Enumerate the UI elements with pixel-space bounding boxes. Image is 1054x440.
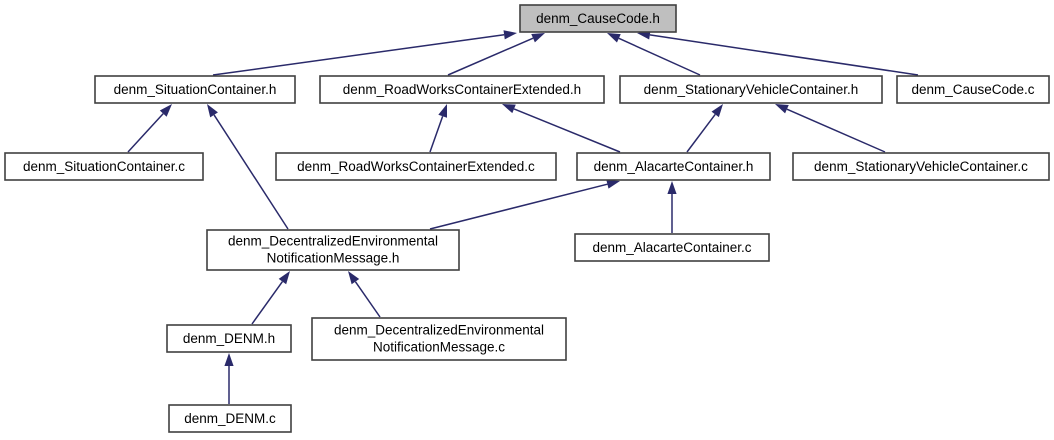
graph-edge xyxy=(429,179,620,230)
node-box[interactable] xyxy=(896,75,1050,104)
graph-edge xyxy=(127,104,172,153)
edge-line xyxy=(429,116,444,153)
graph-edge xyxy=(207,104,289,230)
edge-line xyxy=(354,281,381,318)
graph-node-denmsg_c[interactable]: denm_DecentralizedEnvironmentalNotificat… xyxy=(311,317,567,361)
node-box[interactable] xyxy=(319,75,605,104)
graph-edge xyxy=(251,271,290,325)
edge-arrowhead xyxy=(502,104,516,114)
graph-node-denm_h[interactable]: denm_DENM.h xyxy=(166,324,292,353)
edge-line xyxy=(212,34,505,76)
node-label: denm_RoadWorksContainerExtended.c xyxy=(297,159,535,174)
node-label: denm_SituationContainer.c xyxy=(23,159,185,174)
graph-edge xyxy=(212,30,517,76)
node-box[interactable] xyxy=(206,229,460,271)
edge-arrowhead xyxy=(531,33,545,43)
node-label: denm_DENM.h xyxy=(183,331,275,346)
node-label-line2: NotificationMessage.c xyxy=(373,340,505,355)
graph-edge xyxy=(348,271,381,318)
graph-node-alacarte_h[interactable]: denm_AlacarteContainer.h xyxy=(576,152,771,181)
edge-line xyxy=(447,37,534,76)
graph-edge xyxy=(502,104,621,153)
node-label-line1: denm_DecentralizedEnvironmental xyxy=(334,323,544,338)
node-label-line1: denm_DecentralizedEnvironmental xyxy=(228,234,438,249)
edge-arrowhead xyxy=(606,179,620,189)
edge-arrowhead xyxy=(775,104,789,114)
graph-node-denmsg_h[interactable]: denm_DecentralizedEnvironmentalNotificat… xyxy=(206,229,460,271)
graph-edge xyxy=(637,30,919,76)
graph-edge xyxy=(429,104,447,153)
edge-arrowhead xyxy=(607,33,621,43)
edge-line xyxy=(786,108,886,153)
node-label: denm_CauseCode.h xyxy=(536,11,660,26)
node-box[interactable] xyxy=(94,75,296,104)
node-label: denm_AlacarteContainer.h xyxy=(594,159,754,174)
node-box[interactable] xyxy=(574,233,770,262)
node-box[interactable] xyxy=(4,152,204,181)
node-box[interactable] xyxy=(166,324,292,353)
edge-arrowhead xyxy=(207,104,218,118)
node-box[interactable] xyxy=(275,152,557,181)
node-box[interactable] xyxy=(311,317,567,361)
graph-node-roadworks_c[interactable]: denm_RoadWorksContainerExtended.c xyxy=(275,152,557,181)
edge-arrowhead xyxy=(224,353,234,366)
node-label: denm_SituationContainer.h xyxy=(114,82,277,97)
edge-line xyxy=(513,108,621,153)
edge-arrowhead xyxy=(667,181,677,194)
edge-line xyxy=(429,183,608,230)
edge-arrowhead xyxy=(348,271,360,285)
node-box[interactable] xyxy=(168,404,292,433)
edge-line xyxy=(127,113,164,153)
edge-line xyxy=(686,113,716,153)
edge-arrowhead xyxy=(159,104,172,117)
node-label: denm_StationaryVehicleContainer.h xyxy=(644,82,859,97)
graph-node-stationary_h[interactable]: denm_StationaryVehicleContainer.h xyxy=(619,75,883,104)
graph-node-causecode_c[interactable]: denm_CauseCode.c xyxy=(896,75,1050,104)
node-box[interactable] xyxy=(792,152,1050,181)
node-label: denm_AlacarteContainer.c xyxy=(592,240,751,255)
graph-node-denm_c[interactable]: denm_DENM.c xyxy=(168,404,292,433)
graph-edge xyxy=(667,181,677,233)
node-layer: denm_CauseCode.h denm_SituationContainer.… xyxy=(4,4,1050,433)
edge-line xyxy=(649,34,919,76)
node-label: denm_StationaryVehicleContainer.c xyxy=(814,159,1028,174)
edge-arrowhead xyxy=(711,104,723,118)
graph-edge xyxy=(224,353,234,404)
node-box[interactable] xyxy=(519,4,677,33)
graph-node-causecode_h[interactable]: denm_CauseCode.h xyxy=(519,4,677,33)
edge-line xyxy=(618,37,701,76)
node-label: denm_RoadWorksContainerExtended.h xyxy=(343,82,581,97)
node-box[interactable] xyxy=(576,152,771,181)
edge-line xyxy=(251,281,284,325)
edge-layer xyxy=(127,30,919,404)
graph-node-situationcontainer_c[interactable]: denm_SituationContainer.c xyxy=(4,152,204,181)
node-label: denm_CauseCode.c xyxy=(911,82,1034,97)
node-label: denm_DENM.c xyxy=(184,411,276,426)
graph-node-alacarte_c[interactable]: denm_AlacarteContainer.c xyxy=(574,233,770,262)
edge-arrowhead xyxy=(503,30,517,40)
graph-node-situationcontainer_h[interactable]: denm_SituationContainer.h xyxy=(94,75,296,104)
graph-edge xyxy=(775,104,886,153)
graph-edge xyxy=(607,33,701,76)
graph-edge xyxy=(447,33,545,76)
graph-node-stationary_c[interactable]: denm_StationaryVehicleContainer.c xyxy=(792,152,1050,181)
edge-arrowhead xyxy=(278,271,290,285)
node-box[interactable] xyxy=(619,75,883,104)
edge-line xyxy=(213,114,289,230)
graph-node-roadworks_h[interactable]: denm_RoadWorksContainerExtended.h xyxy=(319,75,605,104)
graph-edge xyxy=(686,104,723,153)
edge-arrowhead xyxy=(438,104,447,118)
node-label-line2: NotificationMessage.h xyxy=(267,251,400,266)
